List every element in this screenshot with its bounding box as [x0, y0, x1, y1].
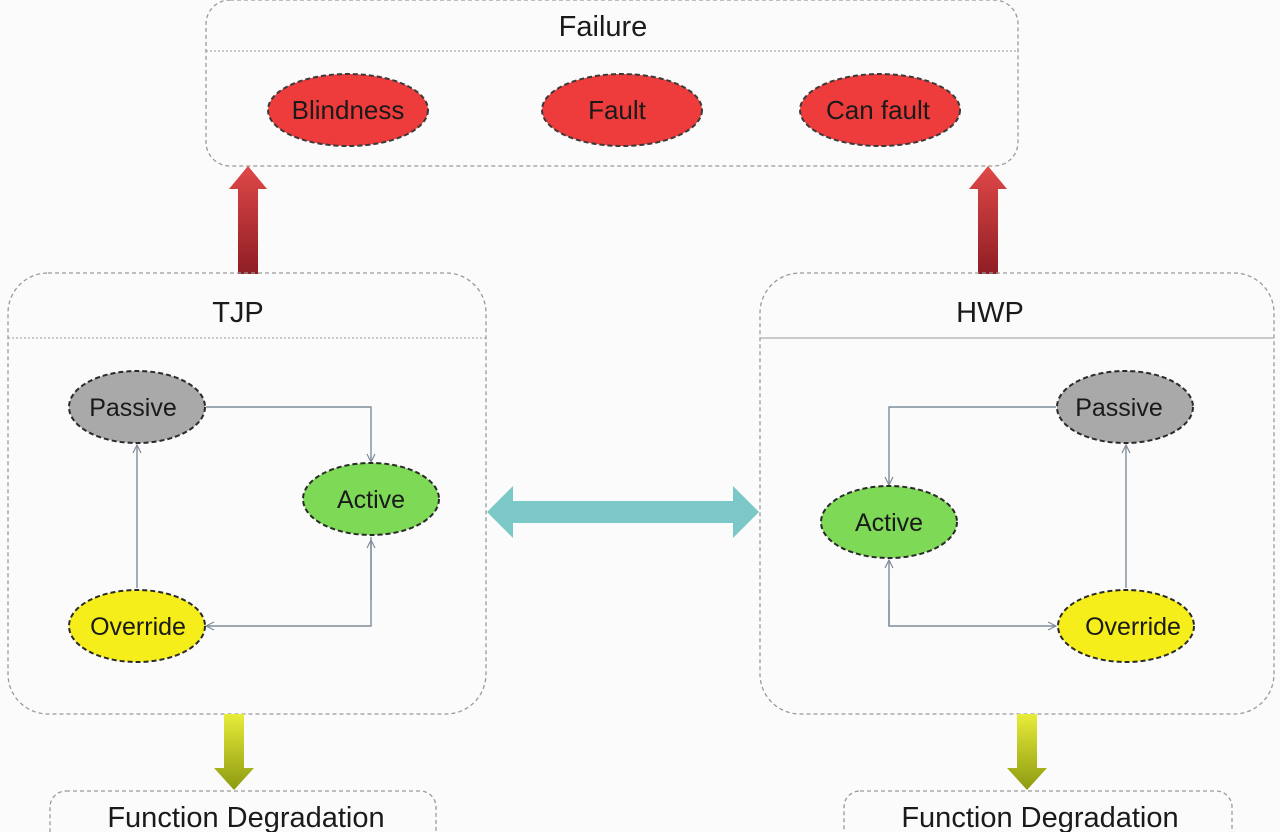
hwp-title: HWP	[956, 297, 1024, 329]
failure-state-blindness: Blindness	[267, 73, 429, 147]
hwp-passive-to-active-edge	[889, 406, 1056, 485]
hwp-active-state: Active	[820, 485, 958, 559]
tjp-passive-state: Passive	[68, 370, 206, 444]
right-degradation-group: Function Degradation	[843, 790, 1233, 832]
failure-group: Failure Blindness Fault Can fault	[205, 0, 1019, 167]
failure-title: Failure	[559, 11, 648, 43]
tjp-title: TJP	[212, 297, 264, 329]
tjp-passive-label: Passive	[89, 394, 177, 422]
tjp-to-degradation-arrow	[214, 714, 254, 790]
hwp-to-failure-arrow	[969, 166, 1007, 274]
failure-state-label: Can fault	[826, 95, 931, 125]
tjp-override-state: Override	[68, 589, 206, 663]
tjp-active-label: Active	[337, 486, 405, 514]
tjp-active-to-override-edge	[206, 537, 372, 626]
failure-state-label: Fault	[588, 95, 647, 125]
right-degradation-box	[843, 790, 1233, 832]
failure-box	[205, 0, 1019, 167]
left-degradation-group: Function Degradation	[49, 790, 437, 832]
hwp-passive-state: Passive	[1056, 370, 1194, 444]
left-degradation-box	[49, 790, 437, 832]
hwp-active-label: Active	[855, 509, 923, 537]
failure-state-can-fault: Can fault	[799, 73, 961, 147]
hwp-passive-label: Passive	[1075, 394, 1163, 422]
hwp-override-state: Override	[1057, 589, 1195, 663]
hwp-override-label: Override	[1085, 613, 1181, 641]
tjp-passive-to-active-edge	[206, 406, 371, 462]
tjp-group: TJP Passive Active Override	[7, 272, 487, 715]
tjp-box	[7, 272, 487, 715]
hwp-to-degradation-arrow	[1007, 714, 1047, 790]
left-degradation-label: Function Degradation	[107, 802, 384, 832]
hwp-group: HWP Passive Active Override	[759, 272, 1275, 715]
failure-state-label: Blindness	[292, 95, 405, 125]
tjp-hwp-link-arrow	[487, 486, 759, 538]
tjp-to-failure-arrow	[229, 166, 267, 274]
tjp-active-state: Active	[302, 462, 440, 536]
right-degradation-label: Function Degradation	[901, 802, 1178, 832]
hwp-active-to-override-edge	[888, 600, 1056, 626]
tjp-override-label: Override	[90, 613, 186, 641]
failure-state-fault: Fault	[541, 73, 703, 147]
hwp-box	[759, 272, 1275, 715]
